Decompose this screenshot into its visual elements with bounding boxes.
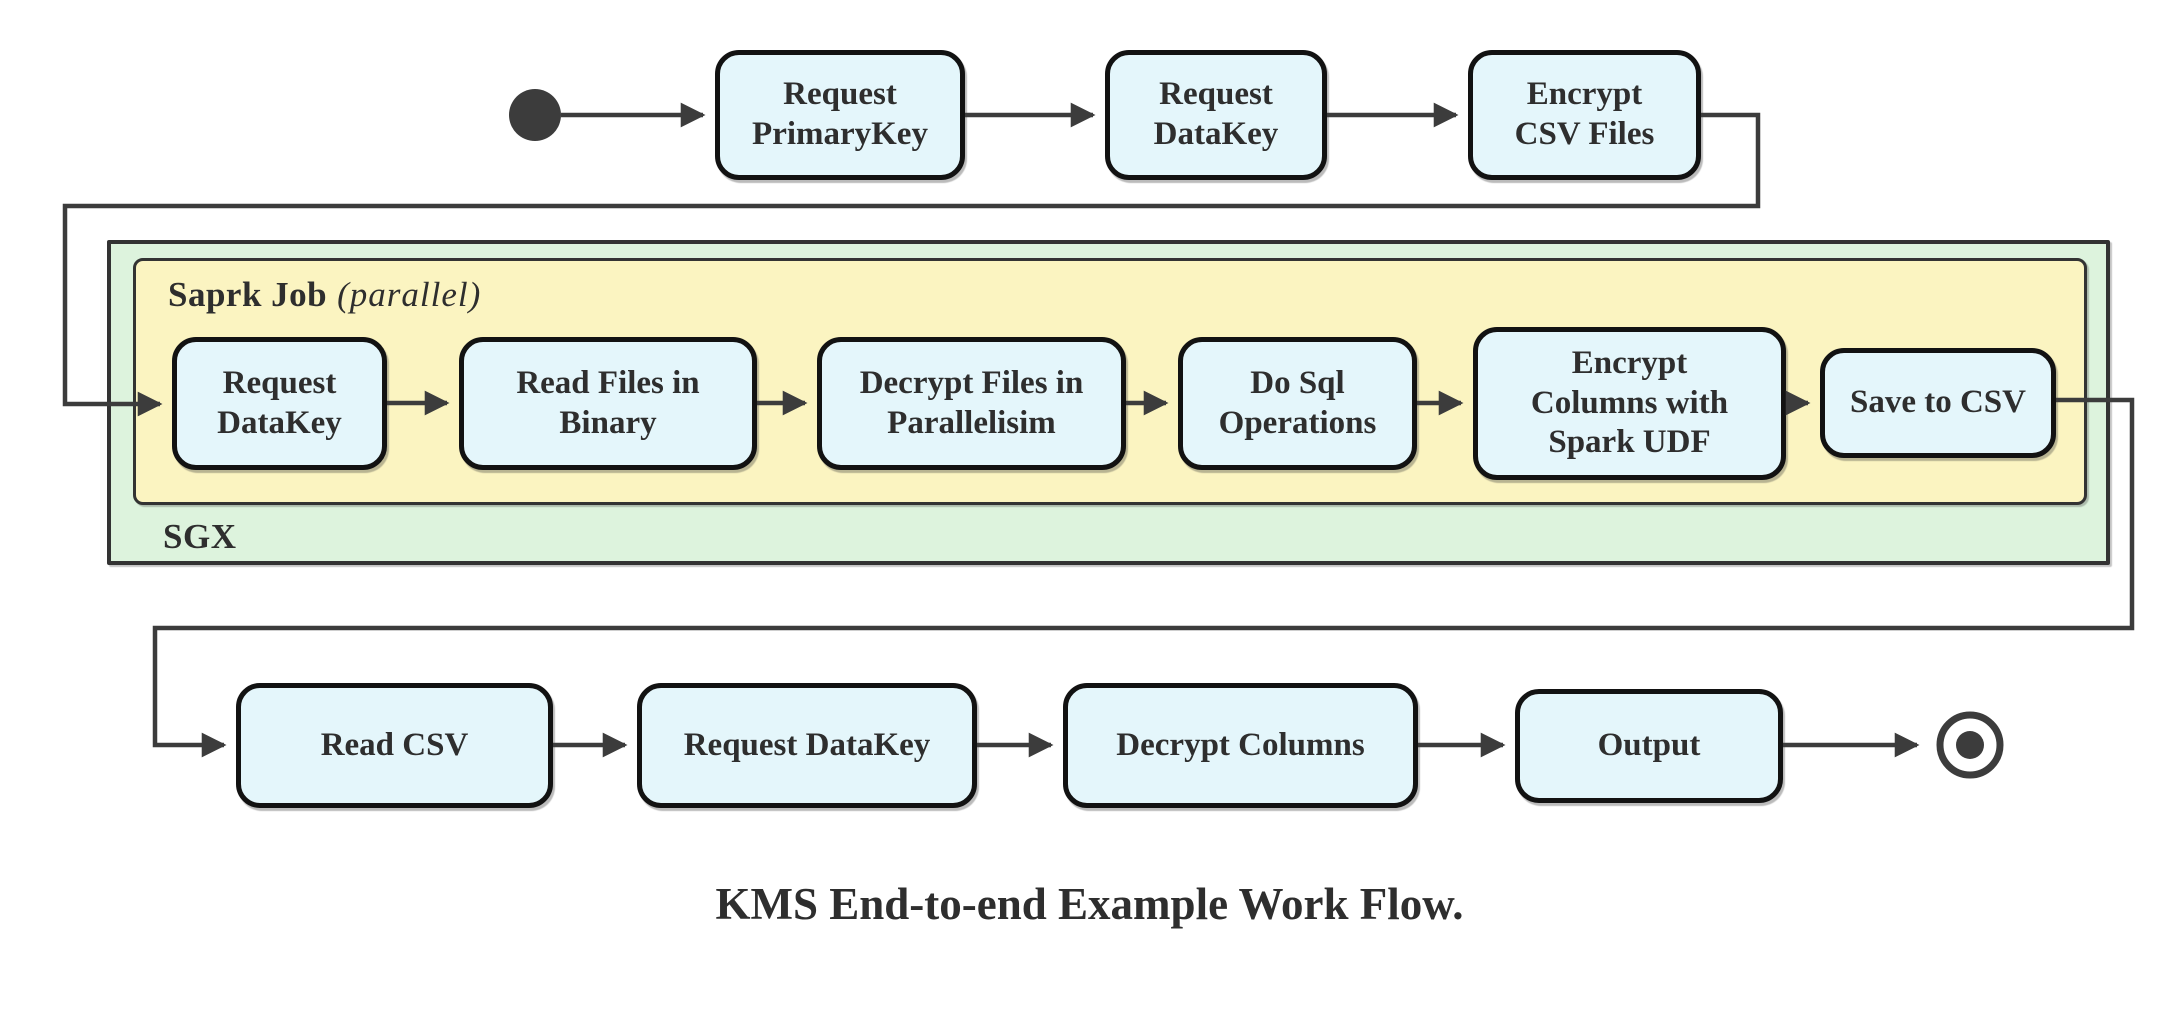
node-save-to-csv: Save to CSV <box>1820 348 2056 458</box>
node-label: Encrypt Columns with Spark UDF <box>1530 345 1729 461</box>
end-node-icon <box>1936 711 2004 779</box>
sgx-group-label: SGX <box>163 517 237 556</box>
node-label: Request DataKey <box>683 726 931 763</box>
spark-job-title: Saprk Job <box>168 275 328 314</box>
spark-job-group-label: Saprk Job(parallel) <box>168 275 481 315</box>
node-label: Read Files in Binary <box>516 364 700 441</box>
node-read-files-in-binary: Read Files in Binary <box>459 337 757 470</box>
node-output: Output <box>1515 689 1783 803</box>
node-label: Do Sql Operations <box>1218 364 1377 441</box>
node-read-csv: Read CSV <box>236 683 553 808</box>
node-decrypt-columns: Decrypt Columns <box>1063 683 1418 808</box>
node-label: Decrypt Files in Parallelisim <box>859 364 1084 441</box>
node-label: Request DataKey <box>1153 76 1279 152</box>
node-encrypt-columns-with-spark-udf: Encrypt Columns with Spark UDF <box>1473 327 1786 480</box>
node-request-primarykey: Request PrimaryKey <box>715 50 965 180</box>
diagram-caption: KMS End-to-end Example Work Flow. <box>715 879 1464 929</box>
node-label: Encrypt CSV Files <box>1514 76 1655 152</box>
node-do-sql-operations: Do Sql Operations <box>1178 337 1417 470</box>
node-label: Request DataKey <box>217 364 342 441</box>
node-label: Request PrimaryKey <box>752 76 928 152</box>
node-label: Decrypt Columns <box>1116 726 1365 763</box>
node-label: Output <box>1597 727 1701 764</box>
node-sgx-request-datakey: Request DataKey <box>172 337 387 470</box>
spark-job-qualifier: (parallel) <box>337 275 482 314</box>
start-node-icon <box>509 89 561 141</box>
node-decrypt-files-in-parallelisim: Decrypt Files in Parallelisim <box>817 337 1126 470</box>
node-request-datakey-bottom: Request DataKey <box>637 683 977 808</box>
node-label: Read CSV <box>320 726 469 763</box>
node-label: Save to CSV <box>1849 384 2026 421</box>
node-request-datakey-top: Request DataKey <box>1105 50 1327 180</box>
node-encrypt-csv-files: Encrypt CSV Files <box>1468 50 1701 180</box>
